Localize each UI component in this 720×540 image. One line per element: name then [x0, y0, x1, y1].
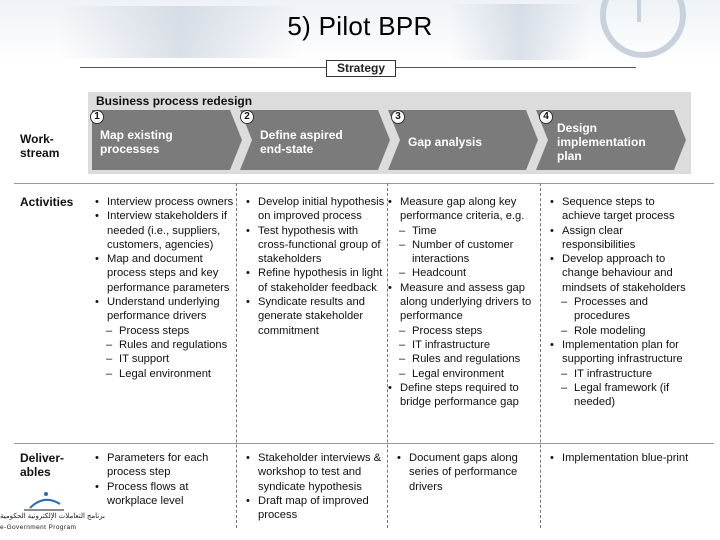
step-number-3: 3: [391, 110, 405, 124]
sub-bullet-item: Rules and regulations: [387, 352, 537, 366]
sub-bullet-item: Processes and procedures: [549, 295, 689, 324]
sub-bullet-item: Legal environment: [387, 367, 537, 381]
bullet-item: Implementation plan for supporting infra…: [549, 338, 689, 367]
bullet-item: Process flows at workplace level: [94, 480, 234, 509]
deliverables-column-2: Stakeholder interviews & workshop to tes…: [245, 451, 385, 522]
bullet-item: Understand underlying performance driver…: [94, 295, 234, 324]
bullet-item: Stakeholder interviews & workshop to tes…: [245, 451, 385, 494]
sub-bullet-item: IT infrastructure: [387, 338, 537, 352]
egov-logo: برنامج التعاملات الإلكترونية الحكومية e-…: [0, 486, 92, 540]
step-number-2: 2: [240, 110, 254, 124]
process-title: Business process redesign: [96, 94, 252, 108]
bullet-item: Implementation blue-print: [549, 451, 689, 465]
bullet-item: Parameters for each process step: [94, 451, 234, 480]
bullet-item: Develop approach to change behaviour and…: [549, 252, 689, 295]
bullet-item: Interview process owners: [94, 195, 234, 209]
row-label-activities: Activities: [20, 195, 73, 209]
bullet-item: Test hypothesis with cross-functional gr…: [245, 224, 385, 267]
step-label-2: Define aspired end-state: [260, 128, 370, 156]
bullet-item: Define steps required to bridge performa…: [387, 381, 537, 410]
deliverables-column-1: Parameters for each process stepProcess …: [94, 451, 234, 508]
sub-bullet-item: Role modeling: [549, 324, 689, 338]
bullet-item: Assign clear responsibilities: [549, 224, 689, 253]
deliverables-column-4: Implementation blue-print: [549, 451, 689, 465]
activities-column-1: Interview process ownersInterview stakeh…: [94, 195, 234, 381]
row-divider: [14, 183, 714, 184]
step-label-4: Design implementation plan: [557, 121, 667, 163]
sub-bullet-item: Legal framework (if needed): [549, 381, 689, 410]
sub-bullet-item: Rules and regulations: [94, 338, 234, 352]
sub-bullet-item: Time: [387, 224, 537, 238]
row-divider: [14, 443, 714, 444]
sub-bullet-item: Process steps: [94, 324, 234, 338]
sub-bullet-item: Process steps: [387, 324, 537, 338]
bullet-item: Map and document process steps and key p…: [94, 252, 234, 295]
step-label-1: Map existing processes: [100, 128, 210, 156]
bullet-item: Refine hypothesis in light of stakeholde…: [245, 266, 385, 295]
column-divider: [236, 183, 237, 528]
column-divider: [540, 183, 541, 528]
sub-bullet-item: Number of customer interactions: [387, 238, 537, 267]
logo-mark-icon: [0, 486, 92, 514]
row-label-deliverables: Deliver-ables: [20, 451, 70, 479]
sub-bullet-item: IT infrastructure: [549, 367, 689, 381]
bullet-item: Measure gap along key performance criter…: [387, 195, 537, 224]
bullet-item: Develop initial hypothesis on improved p…: [245, 195, 385, 224]
sub-bullet-item: Legal environment: [94, 367, 234, 381]
row-label-workstream: Work-stream: [20, 132, 75, 160]
bullet-item: Sequence steps to achieve target process: [549, 195, 689, 224]
deliverables-column-3: Document gaps along series of performanc…: [396, 451, 536, 494]
step-label-3: Gap analysis: [408, 135, 518, 149]
step-number-1: 1: [90, 110, 104, 124]
bullet-item: Syndicate results and generate stakehold…: [245, 295, 385, 338]
activities-column-4: Sequence steps to achieve target process…: [549, 195, 689, 409]
activities-column-3: Measure gap along key performance criter…: [387, 195, 537, 409]
strategy-label: Strategy: [326, 60, 396, 77]
bullet-item: Document gaps along series of performanc…: [396, 451, 536, 494]
sub-bullet-item: Headcount: [387, 266, 537, 280]
bullet-item: Measure and assess gap along underlying …: [387, 281, 537, 324]
logo-latin-text: e-Government Program: [0, 524, 76, 531]
bullet-item: Interview stakeholders if needed (i.e., …: [94, 209, 234, 252]
page-title: 5) Pilot BPR: [0, 11, 720, 42]
sub-bullet-item: IT support: [94, 352, 234, 366]
step-number-4: 4: [539, 110, 553, 124]
logo-arabic-text: برنامج التعاملات الإلكترونية الحكومية: [0, 512, 105, 520]
bullet-item: Draft map of improved process: [245, 494, 385, 523]
activities-column-2: Develop initial hypothesis on improved p…: [245, 195, 385, 338]
